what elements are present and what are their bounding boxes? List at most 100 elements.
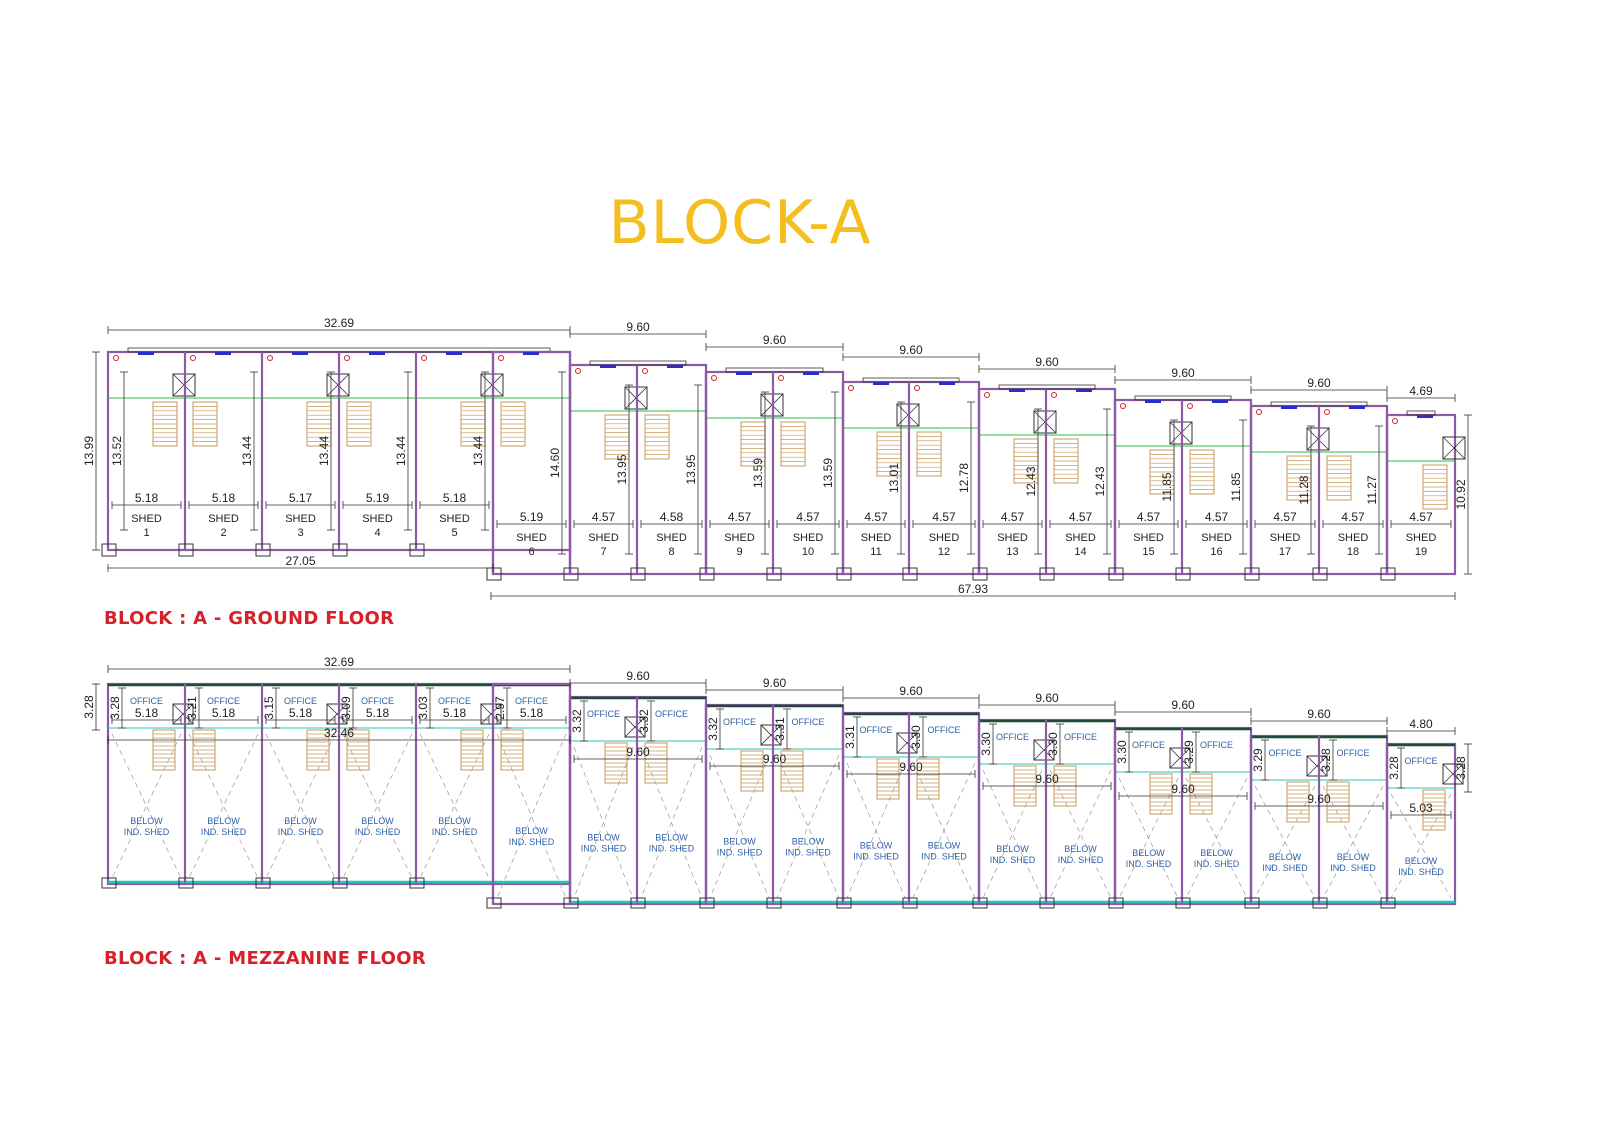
- ground-floor-label: BLOCK : A - GROUND FLOOR: [104, 608, 395, 629]
- wall-depth-dim: 12.43: [1024, 408, 1042, 555]
- lift-cross: [896, 732, 918, 754]
- door-marker: [984, 392, 990, 398]
- office-depth-dim: 3.30: [1115, 731, 1133, 773]
- window: [1417, 415, 1433, 418]
- stair: [500, 729, 524, 771]
- wall-depth-dim: 13.95: [615, 384, 633, 555]
- void-cross: [1322, 785, 1384, 899]
- column: [1175, 567, 1191, 581]
- shed-name: SHED: [516, 532, 547, 544]
- wall-depth-dim: 13.44: [317, 371, 335, 531]
- below-label: IND. SHED: [1058, 855, 1104, 865]
- dimension-text: 9.60: [1035, 691, 1059, 705]
- dimension-text: 5.18: [520, 706, 544, 720]
- office-depth-dim: 3.32: [637, 700, 655, 742]
- column: [1244, 897, 1260, 909]
- office-label: OFFICE: [928, 725, 961, 735]
- stair: [1326, 455, 1352, 501]
- column: [1312, 567, 1328, 581]
- shed-number: 14: [1074, 546, 1086, 558]
- door-marker: [1392, 418, 1398, 424]
- column: [699, 567, 715, 581]
- dimension-text: 4.57: [728, 510, 752, 524]
- below-label: IND. SHED: [509, 837, 555, 847]
- shed-number: 2: [220, 527, 226, 539]
- dimension-text: 13.44: [317, 436, 331, 466]
- dimension-text: 9.60: [763, 752, 787, 766]
- stair: [152, 401, 178, 447]
- window: [600, 365, 616, 368]
- lift-box: [1169, 747, 1191, 769]
- top-dim: 9.60: [705, 333, 844, 351]
- dimension-text: 9.60: [763, 333, 787, 347]
- column: [766, 567, 782, 581]
- top-dim: 9.60: [1114, 366, 1252, 384]
- inner-dim: 9.60: [1118, 782, 1248, 800]
- office-depth-dim: 3.31: [843, 716, 861, 758]
- shed-name: SHED: [861, 532, 892, 544]
- office-depth-dim: 3.30: [979, 723, 997, 765]
- column: [101, 877, 117, 889]
- stair: [1149, 773, 1173, 815]
- office-width-dim: 5.18: [188, 706, 259, 724]
- shed-width-dim: 4.57: [573, 510, 634, 528]
- shed-width-dim: 4.57: [1254, 510, 1316, 528]
- void-cross: [1390, 793, 1452, 899]
- shed-number: 16: [1210, 546, 1222, 558]
- shed-name: SHED: [1133, 532, 1164, 544]
- below-label: IND. SHED: [649, 844, 695, 854]
- bottom-dim: 27.05: [107, 554, 494, 572]
- dimension-text: 5.18: [212, 706, 236, 720]
- below-label: BELOW: [1132, 848, 1165, 858]
- shed-width-dim: 5.17: [265, 491, 336, 509]
- window: [1145, 400, 1161, 403]
- office-label: OFFICE: [438, 696, 471, 706]
- dimension-text: 5.19: [366, 491, 390, 505]
- office-label: OFFICE: [860, 725, 893, 735]
- dimension-text: 3.32: [570, 709, 584, 733]
- void-cross: [496, 733, 567, 899]
- shed-name: SHED: [724, 532, 755, 544]
- dimension-text: 4.58: [660, 510, 684, 524]
- shed-number: 17: [1279, 546, 1291, 558]
- shed-name: SHED: [362, 513, 393, 525]
- lift-box: [1033, 739, 1055, 761]
- column: [1039, 897, 1055, 909]
- office-label: OFFICE: [207, 696, 240, 706]
- column: [1380, 567, 1396, 581]
- dimension-text: 13.95: [684, 454, 698, 484]
- top-dim: 9.60: [705, 676, 844, 694]
- dimension-text: 11.27: [1365, 475, 1379, 504]
- column: [1380, 897, 1396, 909]
- lift-box: [1442, 436, 1466, 460]
- below-label: BELOW: [1337, 852, 1370, 862]
- office-label: OFFICE: [1269, 748, 1302, 758]
- shed-number: 4: [374, 527, 380, 539]
- lift-outline: [480, 703, 502, 725]
- below-label: IND. SHED: [1398, 867, 1444, 877]
- door-marker: [1256, 409, 1262, 415]
- lift-cross: [624, 716, 646, 738]
- dimension-text: 4.57: [1205, 510, 1229, 524]
- below-label: IND. SHED: [581, 844, 627, 854]
- lift-cross: [1169, 747, 1191, 769]
- office-depth-dim: 3.28: [108, 687, 126, 729]
- top-dim: 9.60: [1250, 707, 1388, 725]
- column: [836, 897, 852, 909]
- dimension-text: 4.57: [864, 510, 888, 524]
- wall-depth-dim: 13.44: [394, 371, 412, 531]
- below-label: IND. SHED: [921, 852, 967, 862]
- lift-outline: [1306, 755, 1328, 777]
- dimension-text: 14.60: [548, 448, 562, 478]
- inner-dim: 9.60: [982, 772, 1112, 790]
- wall-depth-dim: 11.28: [1297, 425, 1315, 555]
- stair: [500, 401, 526, 447]
- ground-floor-plan: 5.18SHED15.18SHED25.17SHED35.19SHED45.18…: [82, 316, 1472, 600]
- lift-box: [480, 703, 502, 725]
- office-depth-dim: 3.32: [706, 708, 724, 750]
- stair: [916, 758, 940, 800]
- lift-box: [760, 724, 782, 746]
- dimension-text: 9.60: [899, 684, 923, 698]
- lift-box: [1306, 755, 1328, 777]
